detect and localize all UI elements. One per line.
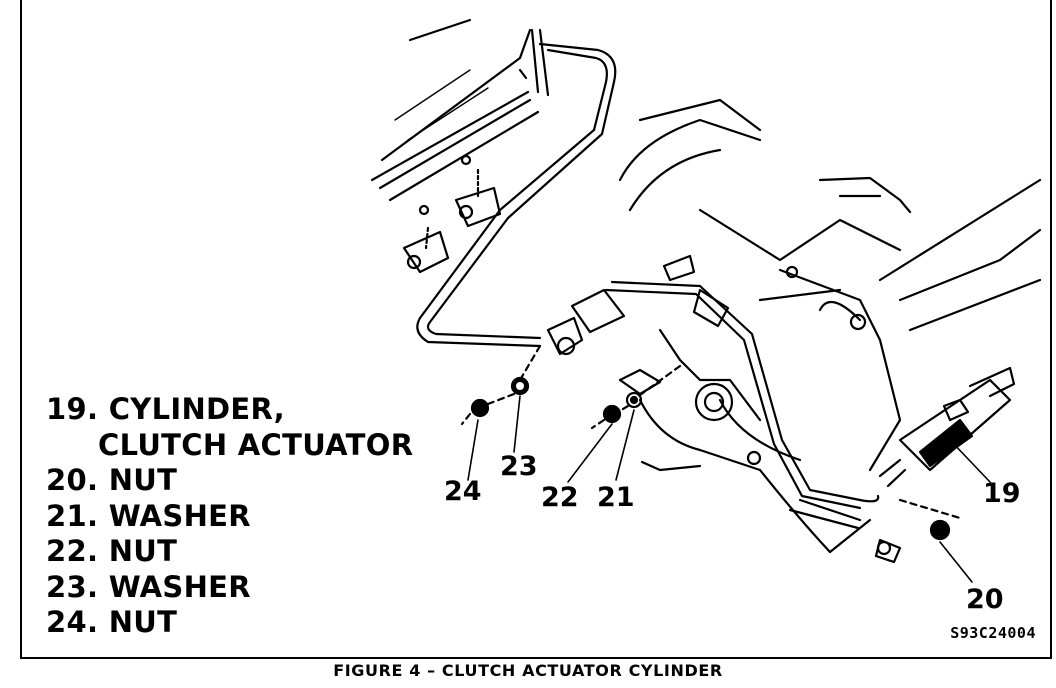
legend-text: WASHER <box>108 569 251 604</box>
legend-item-20: 20. NUT <box>46 463 413 499</box>
callout-19: 19 <box>983 478 1021 509</box>
fasteners <box>460 344 962 541</box>
legend-text: NUT <box>108 534 178 568</box>
legend-item-21: 21. WASHER <box>46 499 413 535</box>
hydraulic-line <box>416 42 880 530</box>
figure-caption: FIGURE 4 – CLUTCH ACTUATOR CYLINDER <box>333 661 723 680</box>
legend-item-24: 24. NUT <box>46 605 413 641</box>
callout-22: 22 <box>541 482 579 513</box>
legend-text: CYLINDER, <box>108 392 285 426</box>
callout-leaders <box>467 395 991 583</box>
legend-number: 19. <box>46 392 99 426</box>
parts-legend: 19. CYLINDER, CLUTCH ACTUATOR 20. NUT 21… <box>46 392 413 641</box>
legend-number: 23. <box>46 569 99 604</box>
legend-item-23: 23. WASHER <box>46 570 413 606</box>
legend-text-continued: CLUTCH ACTUATOR <box>98 427 414 462</box>
line-clips <box>402 154 502 274</box>
clutch-actuator-cylinder <box>874 366 1016 564</box>
legend-item-19: 19. CYLINDER, CLUTCH ACTUATOR <box>46 392 413 463</box>
floor-pan-panel <box>370 18 550 202</box>
legend-number: 22. <box>46 534 99 568</box>
figure-frame <box>20 0 1052 659</box>
transmission-housing <box>618 98 1042 554</box>
legend-text: WASHER <box>108 498 251 533</box>
legend-number: 24. <box>46 605 99 639</box>
legend-number: 20. <box>46 463 99 497</box>
callout-23: 23 <box>500 451 538 482</box>
legend-text: NUT <box>108 463 178 497</box>
legend-text: NUT <box>108 605 178 639</box>
legend-number: 21. <box>46 498 99 533</box>
legend-item-22: 22. NUT <box>46 534 413 570</box>
line-damper <box>546 254 730 356</box>
callout-20: 20 <box>966 584 1004 615</box>
callout-24: 24 <box>444 476 482 507</box>
callout-21: 21 <box>597 482 635 513</box>
reference-code: S93C24004 <box>950 624 1036 642</box>
